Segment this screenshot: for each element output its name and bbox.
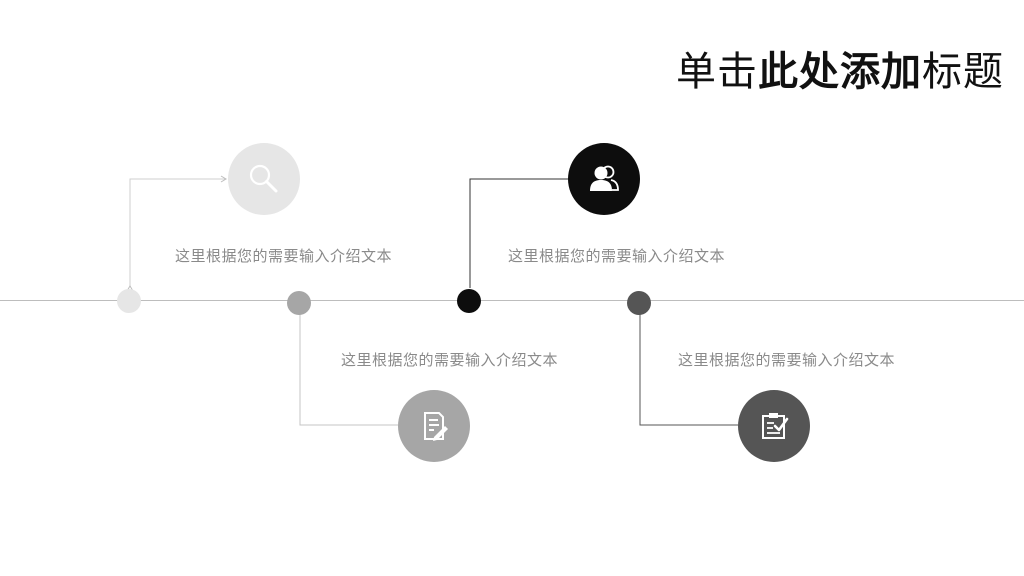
title-part-1: 单击 [676,49,758,95]
connector-step-4 [639,313,738,426]
timeline-dot-3 [457,289,481,313]
timeline-dot-2 [287,291,311,315]
connector-step-1 [126,175,227,292]
step-4-caption: 这里根据您的需要输入介绍文本 [678,351,896,369]
step-1-caption: 这里根据您的需要输入介绍文本 [175,247,393,265]
users-icon [590,165,619,191]
title-part-4: 标题 [922,49,1004,95]
step-4-icon-circle[interactable] [738,390,810,462]
timeline-line [0,300,1024,301]
title-part-3: 添加 [840,49,922,95]
title-part-2: 此处 [758,49,840,95]
step-2-icon-circle[interactable] [398,390,470,462]
step-1-icon-circle[interactable] [228,143,300,215]
step-3-icon-circle[interactable] [568,143,640,215]
connector-step-3 [469,178,570,288]
timeline-dot-1 [117,289,141,313]
slide-title[interactable]: 单击此处添加标题 [676,48,1004,96]
timeline-dot-4 [627,291,651,315]
step-3-caption: 这里根据您的需要输入介绍文本 [508,247,726,265]
clipboard-check-icon [762,413,789,439]
step-2-caption: 这里根据您的需要输入介绍文本 [341,351,559,369]
document-edit-icon [424,412,448,441]
connector-step-2 [299,313,398,426]
search-icon [249,164,278,193]
